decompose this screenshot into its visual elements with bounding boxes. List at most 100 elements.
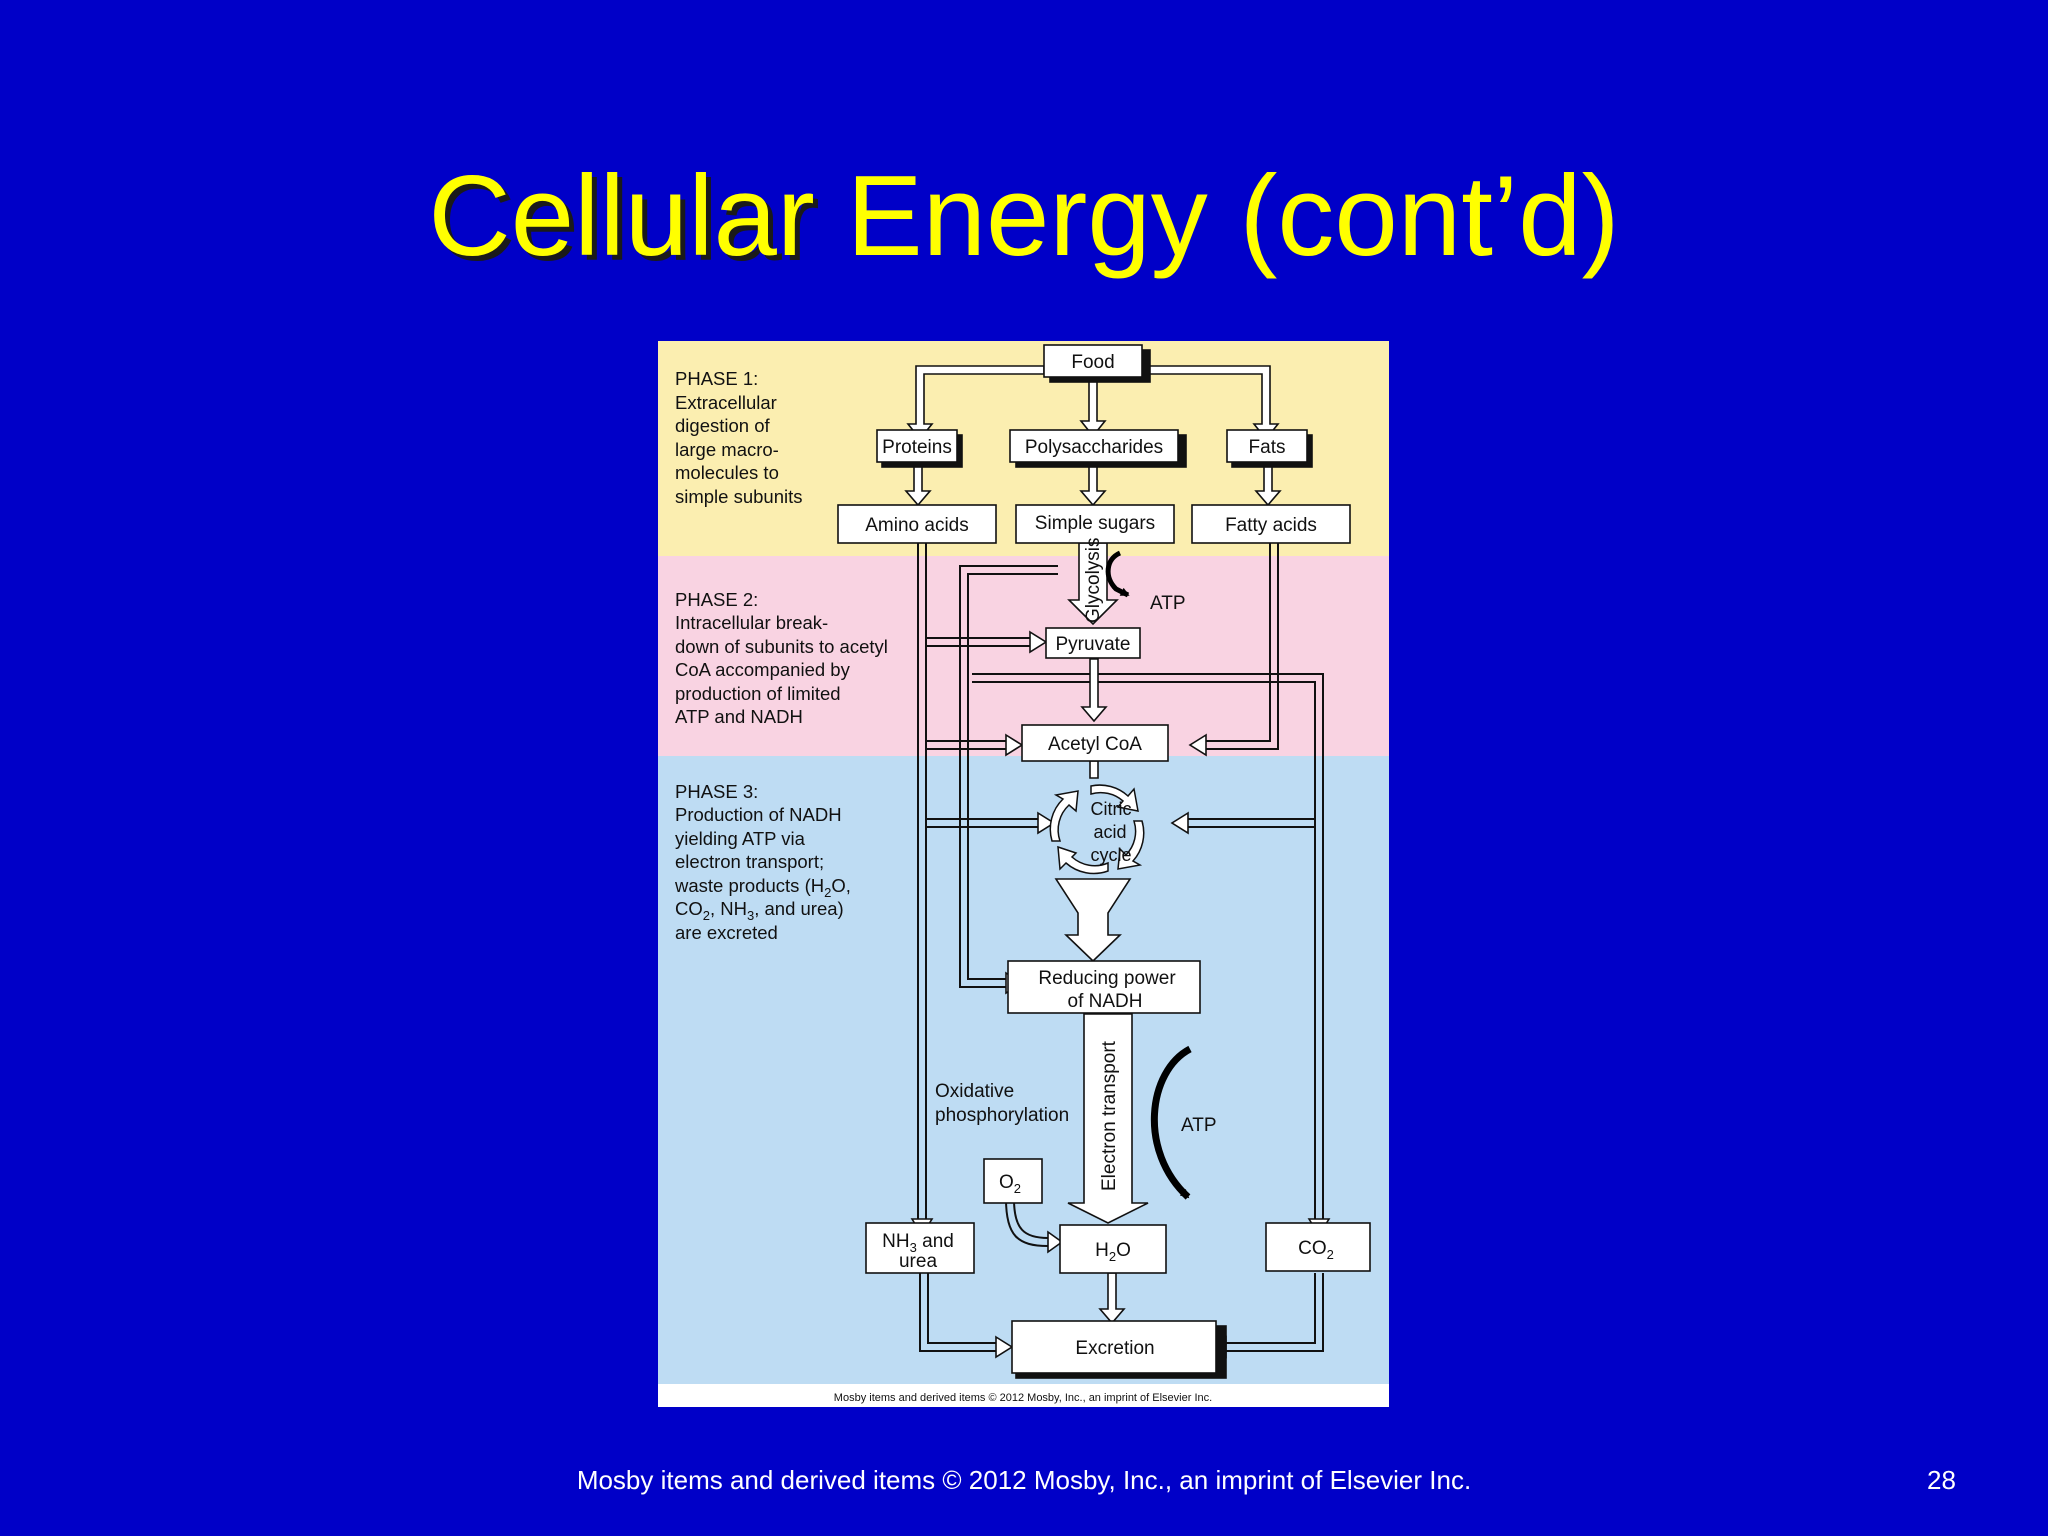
- diagram-svg: Food Proteins Polysaccharides Fats Amino…: [658, 341, 1389, 1407]
- arrow-electron-transport: [1067, 1013, 1149, 1224]
- polysaccharides-box: [1009, 429, 1179, 463]
- head-to-acetyl-right: [1188, 733, 1207, 757]
- fatty-acids-box: [1191, 504, 1351, 544]
- o2-label: O2: [999, 1172, 1021, 1196]
- line-pyruvate-to-co2-inner: [972, 681, 1316, 1219]
- co2-label: CO2: [1298, 1238, 1334, 1262]
- arrow-glycolysis: [1067, 542, 1119, 626]
- phase3-heading: PHASE 3:: [675, 781, 758, 802]
- phase1-line-3: large macro-: [675, 439, 779, 460]
- flow-lines: [917, 543, 1324, 1352]
- phase1-line-5: simple subunits: [675, 486, 803, 507]
- pyruvate-label: Pyruvate: [1056, 634, 1131, 655]
- fats-label: Fats: [1249, 437, 1286, 458]
- head-nh3-to-excretion: [995, 1335, 1014, 1359]
- line-sugar-bypass: [959, 565, 1058, 988]
- excretion-label: Excretion: [1075, 1338, 1154, 1359]
- node-boxes: [837, 344, 1371, 1379]
- line-co2-to-citric: [1188, 818, 1315, 828]
- reducing-power-box: [1007, 960, 1201, 1014]
- ring-segment-2: [1117, 820, 1145, 870]
- phase2-line-4: production of limited: [675, 683, 841, 704]
- line-co2-to-excretion: [1226, 1273, 1324, 1352]
- phase3-text: PHASE 3: Production of NADH yielding ATP…: [674, 781, 851, 943]
- center-arrows: [1054, 658, 1149, 1325]
- phase2-band: [658, 556, 1389, 756]
- citric-label-1: Citric: [1091, 799, 1132, 819]
- atp-glycolysis-label: ATP: [1150, 593, 1186, 614]
- citric-label-3: cycle: [1090, 845, 1131, 865]
- phase3-line-3: electron transport;: [675, 851, 824, 872]
- slide-title: Cellular Energy (cont’d): [0, 160, 2048, 274]
- arrow-fats-to-fattyacids: [1254, 465, 1282, 507]
- head-to-citric-left: [1037, 811, 1056, 835]
- credit-band: [658, 1384, 1389, 1407]
- proteins-box: [876, 429, 958, 463]
- acetyl-coa-box: [1021, 724, 1169, 762]
- ring-segment-4: [1049, 790, 1079, 842]
- polysaccharides-label: Polysaccharides: [1025, 437, 1163, 458]
- metabolism-diagram: Food Proteins Polysaccharides Fats Amino…: [658, 341, 1389, 1407]
- footer-credit: Mosby items and derived items © 2012 Mos…: [576, 1465, 1472, 1495]
- fatty-line-inner: [1206, 543, 1279, 750]
- arrow-citric-funnel: [1054, 878, 1132, 963]
- pyruvate-box: [1045, 627, 1141, 659]
- figure-credit: Mosby items and derived items © 2012 Mos…: [834, 1392, 1212, 1404]
- electron-transport-label: Electron transport: [1099, 1040, 1120, 1191]
- atp-oxidative-arrow: [1151, 1045, 1192, 1200]
- simple-sugars-box: [1015, 504, 1175, 544]
- head-to-acetyl-left: [1005, 733, 1024, 757]
- phase1-line-4: molecules to: [675, 462, 779, 483]
- ring-segment-3: [1057, 845, 1109, 875]
- phase2-line-2: down of subunits to acetyl: [675, 636, 888, 657]
- h2o-box: [1059, 1224, 1167, 1274]
- phase2-line-3: CoA accompanied by: [675, 659, 851, 680]
- phase3-line-4: waste products (H2O,: [674, 875, 851, 900]
- arrow-h2o-to-excretion: [1098, 1272, 1126, 1325]
- arrow-food-to-polysaccharides: [1079, 377, 1107, 438]
- amino-acids-label: Amino acids: [865, 515, 969, 536]
- food-box: [1043, 344, 1143, 378]
- line-pyruvate-to-co2-outer: [972, 673, 1324, 1219]
- phase1-text: PHASE 1: Extracellular digestion of larg…: [675, 368, 803, 507]
- line-amino-to-pyruvate: [926, 637, 1030, 647]
- phase3-band: [658, 756, 1389, 1384]
- slide-title-rest: Energy (cont’d): [814, 153, 1620, 280]
- ring-segment-1: [1090, 784, 1139, 812]
- phase2-line-1: Intracellular break-: [675, 612, 828, 633]
- citric-ring: [1049, 784, 1145, 875]
- arrow-poly-to-sugars: [1079, 465, 1107, 507]
- phase1-heading: PHASE 1:: [675, 368, 758, 389]
- phase1-line-1: Extracellular: [675, 392, 777, 413]
- head-to-citric-right: [1170, 811, 1189, 835]
- co2-box: [1265, 1222, 1371, 1272]
- phase2-line-5: ATP and NADH: [675, 706, 803, 727]
- reducing-power-label-1: Reducing power: [1038, 968, 1176, 989]
- acetyl-coa-label: Acetyl CoA: [1048, 734, 1142, 755]
- reducing-power-label-2: of NADH: [1068, 991, 1143, 1012]
- phase3-line-5: CO2, NH3, and urea): [675, 898, 844, 923]
- slide-title-emphasis: Cellular: [428, 153, 815, 280]
- line-amino-to-acetyl: [926, 740, 1006, 750]
- head-to-pyruvate: [1029, 630, 1048, 654]
- fats-box: [1226, 429, 1308, 463]
- line-amino-to-citric: [926, 818, 1038, 828]
- fatty-line-outer: [1206, 543, 1271, 742]
- phase1-line-2: digestion of: [675, 415, 770, 436]
- excretion-box: [1011, 1320, 1217, 1374]
- amino-acids-box: [837, 504, 997, 544]
- phase3-line-1: Production of NADH: [675, 804, 842, 825]
- atp-glycolysis-arrow: [1105, 550, 1130, 598]
- fatty-acids-label: Fatty acids: [1225, 515, 1317, 536]
- node-labels: Food Proteins Polysaccharides Fats Amino…: [865, 352, 1334, 1359]
- nh3-urea-label-1: NH3 and: [882, 1231, 954, 1255]
- atp-oxidative-label: ATP: [1181, 1115, 1217, 1136]
- nh3-urea-box: [865, 1222, 975, 1274]
- citric-label-2: acid: [1093, 822, 1126, 842]
- arrow-proteins-to-amino: [904, 465, 932, 507]
- process-labels: Glycolysis ATP Electron transport ATP Ox…: [935, 537, 1217, 1191]
- phase2-heading: PHASE 2:: [675, 589, 758, 610]
- phase2-text: PHASE 2: Intracellular break- down of su…: [675, 589, 888, 727]
- line-o2-to-h2o: [1005, 1198, 1049, 1247]
- head-to-h2o: [1047, 1230, 1064, 1254]
